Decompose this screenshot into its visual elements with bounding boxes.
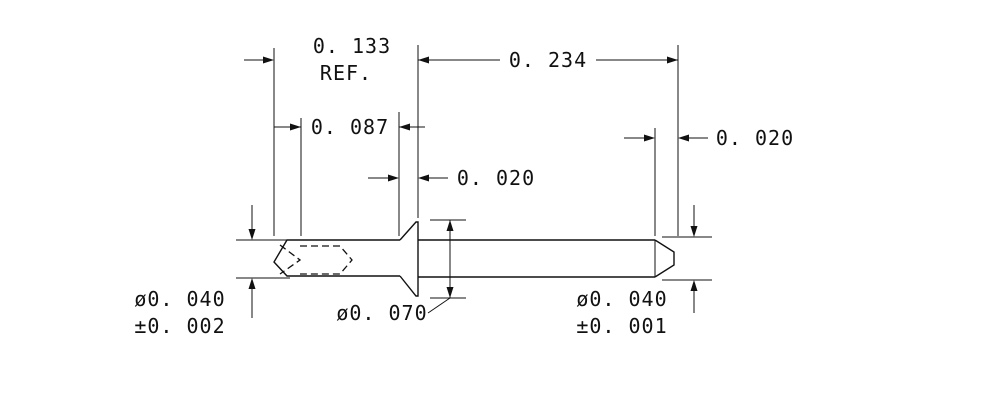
shank-tolerance-label: ±0. 001 [576,314,667,338]
extension-lines [236,45,712,299]
dim-nose-diameter: ø0. 040 ±0. 002 [134,205,256,338]
ref-label: REF. [320,61,372,85]
ref-length-label: 0. 133 [313,34,391,58]
dim-ref-length: 0. 133 REF. [244,34,391,85]
dim-nose-length: 0. 087 [274,115,425,139]
pin-outline [273,221,675,297]
chamfer-length-label: 0. 020 [716,126,794,150]
nose-tolerance-label: ±0. 002 [134,314,225,338]
flange-thickness-label: 0. 020 [457,166,535,190]
nose-diameter-label: ø0. 040 [134,287,225,311]
flange-diameter-label: ø0. 070 [336,301,427,325]
dim-shank-diameter: ø0. 040 ±0. 001 [576,205,698,338]
dim-overall-length: 0. 234 [418,48,678,72]
flange [399,221,419,297]
nose-length-label: 0. 087 [311,115,389,139]
shank-diameter-label: ø0. 040 [576,287,667,311]
dim-chamfer-length: 0. 020 [624,126,794,150]
nose-tip [273,239,300,277]
tail-chamfer [654,239,675,278]
overall-length-label: 0. 234 [509,48,587,72]
dim-flange-thickness: 0. 020 [368,166,535,190]
hidden-bore [300,245,353,275]
dim-flange-diameter: ø0. 070 [336,220,454,325]
hidden-socket [279,244,302,275]
